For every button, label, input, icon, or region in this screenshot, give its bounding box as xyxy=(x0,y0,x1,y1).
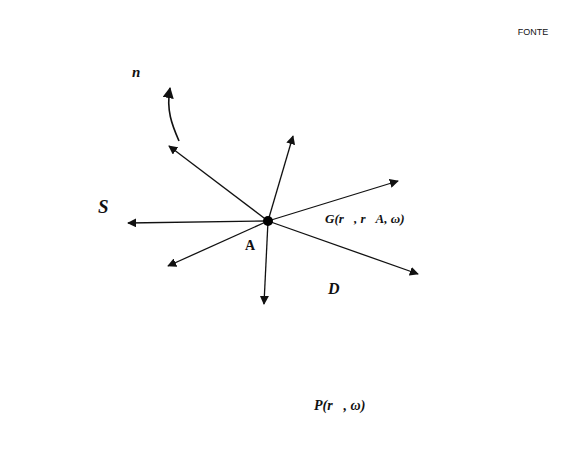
domain-label: D xyxy=(328,280,340,298)
ellipse-shape xyxy=(107,108,448,332)
domain-ellipse: A G(r⃗, r⃗A, ω) D xyxy=(110,120,450,320)
point-a xyxy=(263,216,273,226)
green-function-label: G(r⃗, r⃗A, ω) xyxy=(325,212,404,226)
star-shape xyxy=(491,4,575,62)
pressure-field-label: P(r⃗, ω) xyxy=(312,398,367,413)
source-star: FONTE xyxy=(489,2,577,64)
normal-vector xyxy=(169,88,179,141)
point-label: A xyxy=(245,238,255,253)
source-label: FONTE xyxy=(518,28,549,38)
normal-label: n⃗ xyxy=(130,64,154,81)
surface-label: S xyxy=(96,197,111,218)
